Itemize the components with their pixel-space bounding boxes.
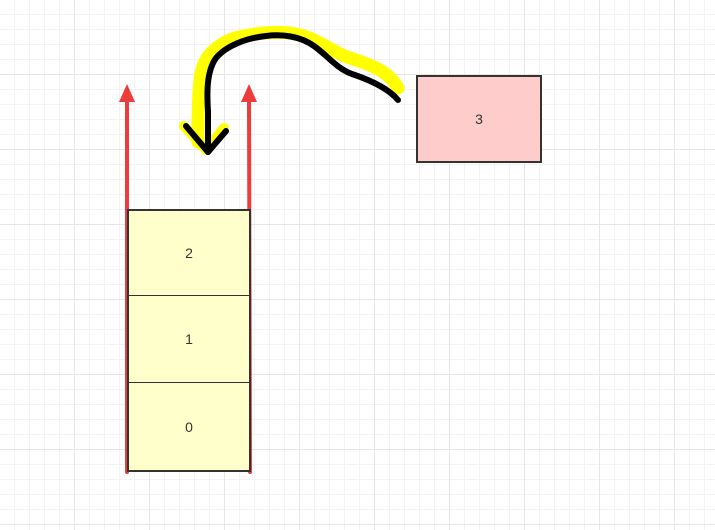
stack-cell-label: 2 [185,245,193,261]
incoming-element-label: 3 [475,111,483,127]
push-arrow-highlight-head [179,121,229,155]
stack-cell-bottom: 0 [127,383,251,472]
stack-cell-top: 2 [127,209,251,297]
stack-cell-middle: 1 [127,296,251,384]
stack-cell-label: 0 [185,418,193,435]
push-arrow-highlight [191,25,405,149]
push-arrow-head [183,123,229,155]
stack-cell-label: 1 [185,331,193,347]
push-arrow-stroke [204,32,401,155]
incoming-element-box: 3 [416,75,542,163]
